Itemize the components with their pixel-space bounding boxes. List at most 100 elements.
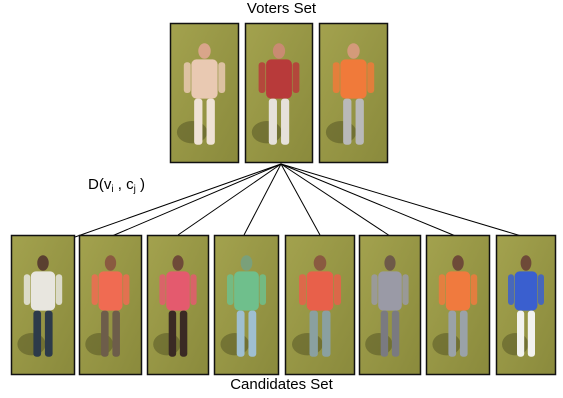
candidate-leg-left bbox=[101, 310, 109, 357]
candidate-image-8 bbox=[495, 234, 557, 376]
candidate-image-frame bbox=[495, 234, 557, 376]
voter-shadow bbox=[251, 121, 282, 144]
candidate-image-2 bbox=[78, 234, 143, 376]
candidate-arm-left bbox=[159, 274, 166, 305]
candidate-shadow bbox=[502, 333, 529, 356]
candidate-shadow bbox=[17, 333, 46, 356]
candidate-arm-left bbox=[227, 274, 234, 305]
edge-line-5 bbox=[280, 163, 321, 236]
candidate-arm-right bbox=[259, 274, 266, 305]
candidate-shadow bbox=[365, 333, 393, 356]
candidate-image-7 bbox=[425, 234, 491, 376]
voter-arm-left bbox=[258, 62, 266, 93]
candidate-leg-right bbox=[112, 310, 120, 357]
voter-image-frame bbox=[169, 22, 240, 164]
candidate-leg-right bbox=[179, 310, 188, 357]
candidate-torso bbox=[98, 271, 123, 311]
distance-sub-i: i bbox=[111, 184, 114, 195]
candidate-arm-right bbox=[190, 274, 197, 305]
candidate-leg-right bbox=[459, 310, 468, 357]
candidate-head bbox=[313, 255, 327, 271]
candidate-leg-right bbox=[248, 310, 257, 357]
candidate-arm-left bbox=[91, 274, 98, 305]
edge-line-6 bbox=[280, 163, 391, 237]
candidate-leg-right bbox=[44, 310, 53, 357]
voter-leg-left bbox=[194, 98, 203, 145]
edge-line-8 bbox=[280, 163, 529, 239]
candidate-torso bbox=[378, 271, 402, 311]
candidate-arm-left bbox=[23, 274, 31, 305]
voter-arm-left bbox=[332, 62, 340, 93]
candidate-image-frame bbox=[10, 234, 76, 376]
candidate-head bbox=[452, 255, 464, 271]
candidate-leg-left bbox=[448, 310, 457, 357]
voter-arm-right bbox=[292, 62, 300, 93]
voter-torso bbox=[191, 59, 218, 99]
candidate-head bbox=[384, 255, 396, 271]
voter-head bbox=[347, 43, 360, 59]
candidate-image-3 bbox=[146, 234, 210, 376]
edge-line-3 bbox=[177, 163, 282, 236]
candidate-arm-right bbox=[538, 274, 544, 305]
candidate-head bbox=[172, 255, 184, 271]
candidate-torso bbox=[166, 271, 190, 311]
candidate-image-5 bbox=[284, 234, 356, 376]
candidate-image-frame bbox=[358, 234, 422, 376]
candidate-arm-left bbox=[508, 274, 514, 305]
edge-line-4 bbox=[243, 163, 282, 236]
candidate-arm-right bbox=[55, 274, 63, 305]
distance-suffix: ) bbox=[135, 176, 145, 193]
candidate-torso bbox=[30, 271, 56, 311]
voter-head bbox=[272, 43, 286, 59]
candidate-torso bbox=[514, 271, 538, 311]
candidate-leg-left bbox=[168, 310, 177, 357]
candidate-image-1 bbox=[10, 234, 76, 376]
voter-leg-right bbox=[281, 98, 290, 145]
voter-torso bbox=[340, 59, 367, 99]
voter-image-frame bbox=[318, 22, 389, 164]
edge-line-7 bbox=[280, 163, 459, 238]
candidate-leg-right bbox=[322, 310, 331, 357]
voter-image-frame bbox=[244, 22, 314, 164]
voter-arm-left bbox=[183, 62, 191, 93]
voter-head bbox=[198, 43, 211, 59]
candidate-image-frame bbox=[78, 234, 143, 376]
candidate-head bbox=[240, 255, 253, 271]
candidate-head bbox=[520, 255, 532, 271]
edge-line-2 bbox=[111, 163, 282, 237]
voter-arm-right bbox=[218, 62, 226, 93]
candidate-head bbox=[104, 255, 117, 271]
candidate-shadow bbox=[432, 333, 461, 356]
candidate-leg-left bbox=[517, 310, 525, 357]
voter-image-2 bbox=[244, 22, 314, 164]
distance-sub-j: j bbox=[133, 184, 136, 195]
candidate-leg-right bbox=[527, 310, 535, 357]
voter-shadow bbox=[325, 121, 357, 144]
candidate-image-frame bbox=[284, 234, 356, 376]
voter-image-3 bbox=[318, 22, 389, 164]
candidate-shadow bbox=[292, 333, 323, 356]
candidate-arm-left bbox=[438, 274, 446, 305]
voter-leg-right bbox=[355, 98, 364, 145]
voter-leg-right bbox=[206, 98, 215, 145]
candidate-torso bbox=[306, 271, 334, 311]
candidate-arm-right bbox=[402, 274, 409, 305]
candidate-torso bbox=[445, 271, 471, 311]
candidate-leg-right bbox=[391, 310, 400, 357]
distance-separator: , c bbox=[113, 176, 134, 193]
distance-prefix: D(v bbox=[88, 176, 112, 193]
candidate-image-frame bbox=[213, 234, 280, 376]
voter-leg-left bbox=[268, 98, 277, 145]
distance-edges bbox=[74, 163, 529, 239]
voter-torso bbox=[266, 59, 292, 99]
voter-image-1 bbox=[169, 22, 240, 164]
candidates-set-title: Candidates Set bbox=[230, 376, 333, 393]
voters-set-title: Voters Set bbox=[246, 0, 317, 17]
voters-set bbox=[169, 22, 389, 164]
voter-shadow bbox=[176, 121, 208, 144]
candidate-image-4 bbox=[213, 234, 280, 376]
candidates-set bbox=[10, 234, 557, 376]
candidate-leg-left bbox=[380, 310, 389, 357]
